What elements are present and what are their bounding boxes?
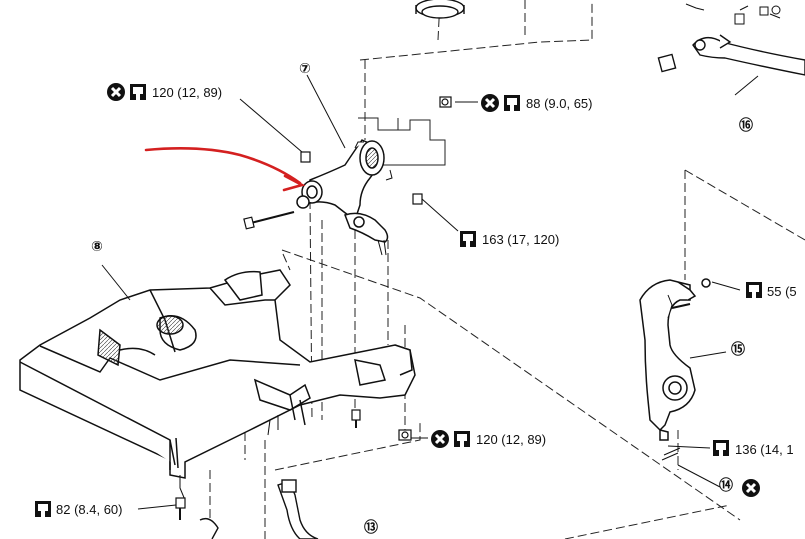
wrench-socket-icon: [746, 282, 762, 298]
wrench-socket-icon: [130, 84, 146, 100]
torque-spec-label: 120 (12, 89): [152, 85, 223, 100]
red-annotation-arrow: [144, 147, 306, 192]
x-circle-icon: [107, 83, 125, 101]
torque-spec-label: 136 (14, 1: [735, 442, 794, 457]
callout-16: ⑯: [739, 118, 753, 134]
leader-lines: [101, 74, 759, 510]
callout-14: ⑭: [719, 478, 733, 494]
dashed-assembly-lines: [209, 0, 805, 539]
stabilizer-bar-part: [199, 479, 319, 539]
wrench-socket-icon: [35, 501, 51, 517]
callout-7: ⑦: [299, 61, 311, 77]
wrench-socket-icon: [460, 231, 476, 247]
steering-knuckle: [639, 278, 711, 461]
callout-13: ⑬: [364, 520, 378, 536]
wrench-socket-icon: [454, 431, 470, 447]
x-circle-icon: [481, 94, 499, 112]
torque-spec-label: 55 (5: [767, 284, 797, 299]
wrench-socket-icon: [504, 95, 520, 111]
torque-spec-label: 82 (8.4, 60): [56, 502, 123, 517]
strut-top-part: [415, 0, 465, 19]
torque-spec-label: 88 (9.0, 65): [526, 96, 593, 111]
callout-15: ⑮: [731, 342, 745, 358]
x-circle-icon: [431, 430, 449, 448]
x-circle-icon: [742, 479, 760, 497]
wrench-socket-icon: [713, 440, 729, 456]
upper-link-part: [657, 3, 805, 76]
torque-spec-label: 120 (12, 89): [476, 432, 547, 447]
subframe-bolts: [175, 409, 412, 520]
bushing-step-line: [358, 117, 446, 166]
torque-spec-label: 163 (17, 120): [482, 232, 560, 247]
control-arm-fasteners: [243, 96, 452, 230]
upper-control-arm: [296, 139, 393, 256]
suspension-member-subframe: [19, 269, 416, 501]
callout-8: ⑧: [91, 239, 103, 255]
